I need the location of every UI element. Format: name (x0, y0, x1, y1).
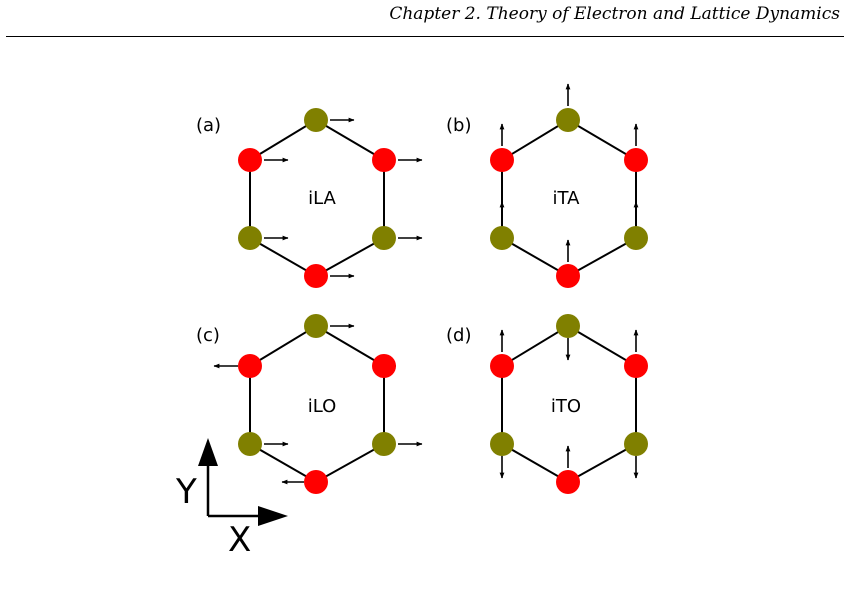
panel-b-label: (b) (446, 115, 471, 136)
running-header: Chapter 2. Theory of Electron and Lattic… (389, 4, 840, 24)
olive-atom (304, 108, 328, 132)
olive-atom (490, 432, 514, 456)
panel-c-label: (c) (196, 325, 220, 346)
panel-a: (a) iLA (196, 108, 423, 288)
atoms (238, 314, 396, 494)
panel-d-mode-label: iTO (551, 396, 581, 417)
red-atom (372, 148, 396, 172)
olive-atom (556, 314, 580, 338)
red-atom (304, 470, 328, 494)
page-header: Chapter 2. Theory of Electron and Lattic… (0, 0, 850, 40)
olive-atom (556, 108, 580, 132)
panel-c-mode-label: iLO (308, 396, 337, 417)
olive-atom (624, 432, 648, 456)
red-atom (556, 470, 580, 494)
y-axis-label: Y (175, 472, 197, 512)
olive-atom (372, 226, 396, 250)
x-arrowhead (258, 506, 288, 526)
red-atom (624, 148, 648, 172)
olive-atom (238, 432, 262, 456)
red-atom (624, 354, 648, 378)
x-axis-label: X (228, 520, 251, 560)
red-atom (304, 264, 328, 288)
red-atom (372, 354, 396, 378)
panel-d-label: (d) (446, 325, 471, 346)
header-rule (6, 36, 844, 37)
atoms (490, 314, 648, 494)
displacement-arrows (499, 83, 639, 262)
panel-a-mode-label: iLA (308, 188, 336, 209)
displacement-arrows (264, 117, 423, 279)
panel-c: (c) iLO (196, 314, 423, 494)
red-atom (238, 148, 262, 172)
atoms (238, 108, 396, 288)
displacement-arrows (499, 329, 639, 479)
panel-b-mode-label: iTA (553, 188, 581, 209)
red-atom (238, 354, 262, 378)
red-atom (556, 264, 580, 288)
axes-indicator: Y X (175, 438, 288, 560)
y-arrowhead (198, 438, 218, 466)
olive-atom (624, 226, 648, 250)
panel-b: (b) iTA (446, 83, 648, 288)
red-atom (490, 354, 514, 378)
olive-atom (304, 314, 328, 338)
atoms (490, 108, 648, 288)
olive-atom (490, 226, 514, 250)
panel-d: (d) iTO (446, 314, 648, 494)
panel-a-label: (a) (196, 115, 221, 136)
olive-atom (372, 432, 396, 456)
red-atom (490, 148, 514, 172)
olive-atom (238, 226, 262, 250)
